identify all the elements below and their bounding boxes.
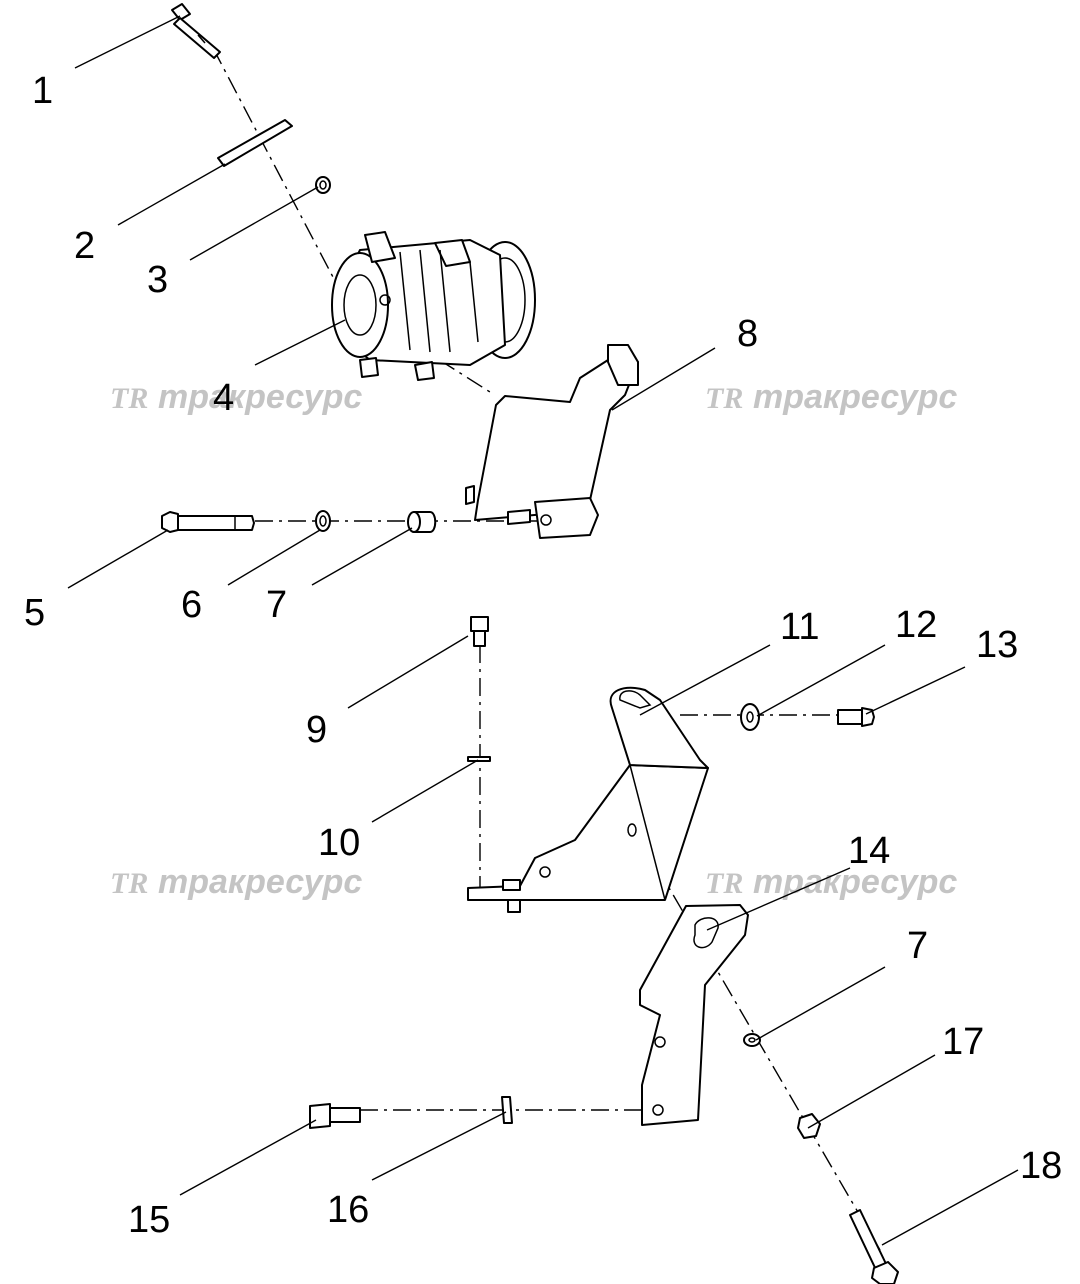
watermark-top-left: TR тракресурс	[110, 378, 362, 416]
callout-5: 5	[24, 592, 45, 634]
callout-15: 15	[128, 1199, 170, 1241]
watermark-bottom-right: TR тракресурс	[705, 863, 957, 901]
watermark-text: тракресурс	[158, 863, 362, 901]
callout-10: 10	[318, 822, 360, 864]
bolt-part-13	[837, 707, 875, 727]
bolt-part-5	[161, 511, 255, 533]
callout-8: 8	[737, 313, 758, 355]
callout-9: 9	[306, 709, 327, 751]
watermark-logo: TR	[110, 867, 148, 900]
callout-17: 17	[942, 1021, 984, 1063]
washer-part-10	[467, 756, 491, 762]
assembly-axes	[212, 47, 881, 1251]
bushing-part-7-upper	[407, 511, 437, 533]
callout-2: 2	[74, 225, 95, 267]
callout-12: 12	[895, 604, 937, 646]
callout-14: 14	[848, 830, 890, 872]
callout-13: 13	[976, 624, 1018, 666]
watermark-logo: TR	[110, 382, 148, 415]
washer-part-16	[501, 1096, 513, 1124]
washer-part-7-lower	[743, 1033, 761, 1047]
watermark-logo: TR	[705, 382, 743, 415]
callout-3: 3	[147, 259, 168, 301]
bolt-part-1	[171, 3, 221, 59]
washer-part-3	[315, 176, 331, 194]
bracket-part-11	[467, 686, 709, 913]
callout-4: 4	[213, 377, 234, 419]
watermark-bottom-left: TR тракресурс	[110, 863, 362, 901]
bracket-part-8	[465, 344, 639, 539]
callout-7-upper: 7	[266, 584, 287, 626]
watermark-logo: TR	[705, 867, 743, 900]
bracket-part-14	[639, 904, 749, 1126]
watermark-top-right: TR тракресурс	[705, 378, 957, 416]
bolt-part-9	[470, 616, 489, 647]
callout-16: 16	[327, 1189, 369, 1231]
spacer-part-2	[217, 119, 293, 167]
watermark-text: тракресурс	[753, 378, 957, 416]
callout-6: 6	[181, 584, 202, 626]
callout-1: 1	[32, 70, 53, 112]
nut-part-17	[797, 1113, 821, 1139]
leader-lines	[67, 15, 1019, 1246]
washer-part-6	[315, 510, 331, 532]
callout-11: 11	[780, 606, 819, 648]
callout-7-lower: 7	[907, 925, 928, 967]
callout-numbers: 1 2 3 4 8 5 6 7 9 10 11 12 13 14 7 17 18…	[24, 70, 1062, 1241]
compressor-part-4	[331, 231, 536, 381]
bolt-part-18	[849, 1209, 899, 1284]
callout-18: 18	[1020, 1145, 1062, 1187]
washer-part-12	[740, 703, 760, 731]
bolt-part-15	[309, 1103, 361, 1129]
watermark-text: тракресурс	[158, 378, 362, 416]
